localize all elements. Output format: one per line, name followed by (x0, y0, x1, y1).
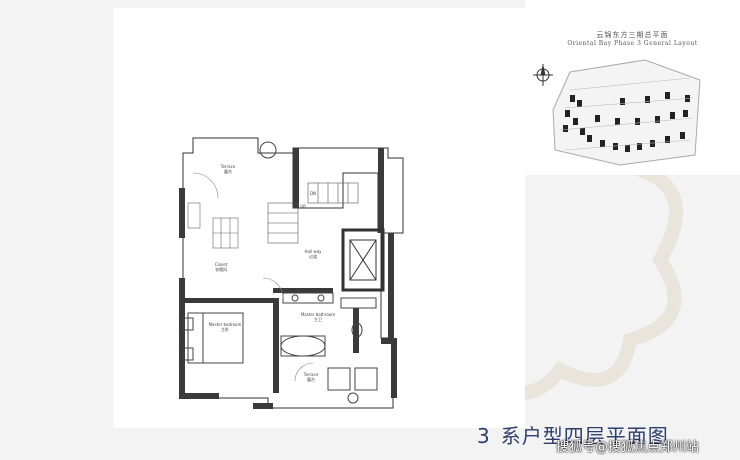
watermark: 搜狐号@搜狐焦点郑州站 (556, 440, 700, 455)
room-label-terrace-bottom-cn: 露台 (307, 376, 315, 382)
room-label-hallway: Hall way (304, 249, 322, 254)
room-label-terrace-top-cn: 露台 (224, 168, 232, 174)
site-plan-inset: 云锦东方三期总平面 Oriental Bay Phase 3 General L… (525, 0, 740, 175)
room-label-hallway-cn: 过道 (309, 253, 317, 259)
room-label-closet: Closet (215, 262, 228, 267)
room-label-master-bedroom: Master bedroom (209, 322, 242, 327)
stair-label-dn: DN (310, 191, 316, 196)
floor-plan-panel: Terrace 露台 Closet 衣帽间 Hall way 过道 Master… (113, 8, 525, 428)
stair-label-up: UP (300, 204, 306, 209)
room-label-terrace-top: Terrace (220, 164, 236, 169)
floor-plan-drawing: Terrace 露台 Closet 衣帽间 Hall way 过道 Master… (179, 137, 404, 409)
room-label-master-bedroom-cn: 主卧 (221, 326, 229, 332)
site-plan-title-en: Oriental Bay Phase 3 General Layout (567, 40, 698, 47)
caption-text: 系户型四层平面图 (500, 424, 669, 448)
room-label-terrace-bottom: Terrace (303, 372, 319, 377)
site-plan-map (533, 59, 701, 166)
caption-number: 3 (477, 424, 491, 448)
room-label-closet-cn: 衣帽间 (215, 266, 227, 272)
site-plan-title-cn: 云锦东方三期总平面 (596, 31, 669, 39)
north-compass-icon (533, 64, 553, 86)
room-label-master-bathroom: Master bathroom (301, 312, 335, 317)
room-label-master-bathroom-cn: 主卫 (314, 316, 322, 322)
floor-caption: 3 系户型四层平面图 (477, 420, 669, 449)
